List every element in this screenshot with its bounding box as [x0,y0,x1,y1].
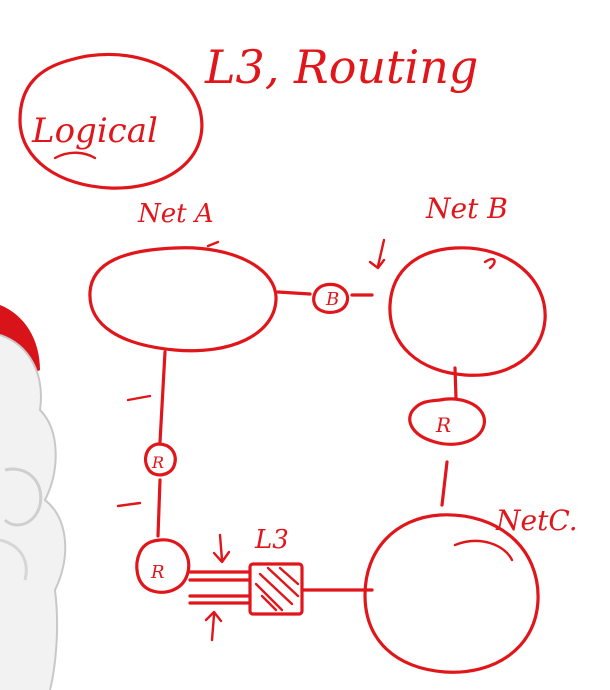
router-a2: R [135,538,191,594]
bridge-node: B [276,282,374,314]
network-net-a: Net A [88,199,278,353]
network-net-b: Net B [368,192,547,377]
mascot-figure [0,305,67,690]
logical-note-text: Logical [31,111,158,151]
link-net-a-routers: R [116,350,177,538]
net-b-label: Net B [425,192,508,225]
router-a2-letter: R [150,562,165,583]
router-net-b-letter: R [435,413,451,437]
logical-note: Logical [18,52,204,190]
net-c-label: NetC. [495,504,578,537]
network-net-c: NetC. [363,504,578,674]
bridge-letter: B [325,289,339,310]
router-a1-letter: R [151,453,164,472]
diagram-title: L3, Routing [204,40,478,94]
l3-switch: L3 [188,525,374,642]
router-net-b: R [408,366,486,507]
l3-switch-label: L3 [254,525,289,555]
net-a-label: Net A [137,199,214,229]
